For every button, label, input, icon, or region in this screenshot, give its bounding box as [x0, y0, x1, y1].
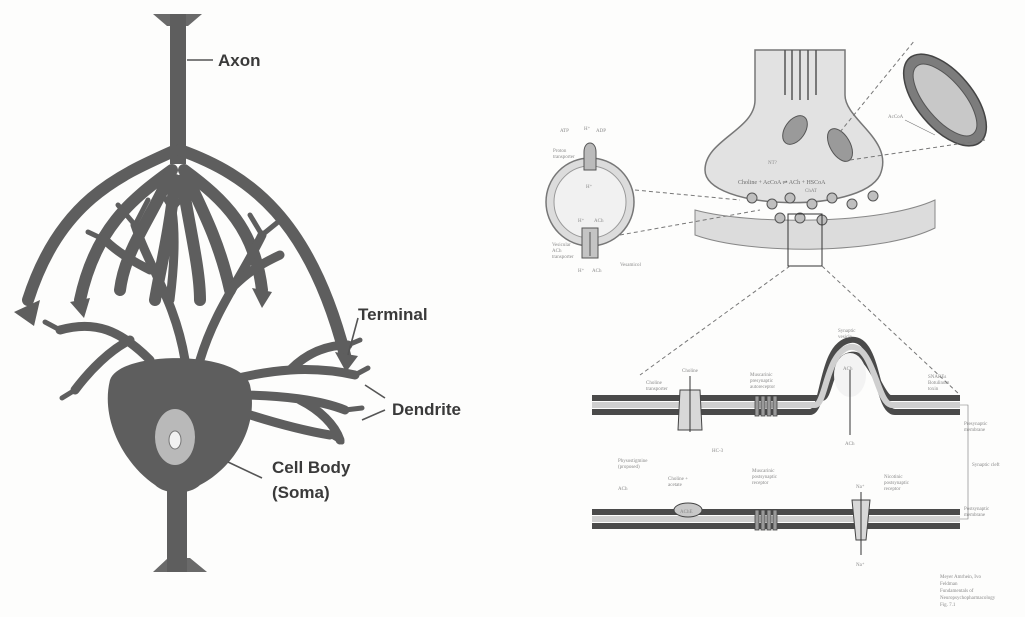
synaptic-terminal-diagram: AcCoA Choline + AcCoA ⇌ ACh + HSCoA ChAT… [546, 40, 1002, 274]
chat-label: ChAT [805, 189, 817, 194]
terminal-label: Terminal [358, 305, 428, 324]
presynaptic-label-2: membrane [964, 428, 986, 433]
hc3-label: HC-3 [712, 449, 724, 454]
nt-label: NT? [768, 161, 778, 166]
muscarinic-bot-label-2: postsynaptic [752, 475, 778, 480]
snare-label: SNAREs [928, 375, 946, 380]
nicotinic-label-3: receptor [884, 487, 901, 492]
synaptic-vesicle-label-2: vesicle [838, 335, 853, 340]
presynaptic-label: Presynaptic [964, 422, 988, 427]
atp-label: ATP [560, 129, 569, 134]
choline-transporter-label-2: transporter [646, 387, 668, 392]
muscarinic-top-label-3: autoreceptor [750, 385, 775, 390]
dendrite-leader-2 [362, 410, 385, 420]
nicotinic-label-2: postsynaptic [884, 481, 910, 486]
citation-line-5: Fig. 7.1 [940, 603, 956, 608]
citation-line-1: Meyer Amrhein, Ivo [940, 575, 981, 580]
snare-label-3: toxin [928, 387, 939, 392]
proton-pump [584, 143, 596, 170]
snare-label-2: Botulinum [928, 381, 950, 386]
dendrite-leader-1 [365, 385, 385, 398]
postsynaptic-label-2: membrane [964, 513, 986, 518]
adp-label: ADP [596, 129, 606, 134]
vesicle-lumen [554, 166, 626, 238]
nucleolus [169, 431, 181, 449]
muscarinic-top-label-2: presynaptic [750, 379, 774, 384]
ach-vesicle-label: ACh [843, 367, 853, 372]
postsynaptic-label: Postsynaptic [964, 507, 990, 512]
h-out-label: H⁺ [578, 268, 585, 274]
ach-release-label: ACh [845, 442, 855, 447]
ach-left-label: ACh [618, 487, 628, 492]
acetyl-coa-label: AcCoA [888, 115, 904, 120]
synaptic-vesicle-label: Synaptic [838, 329, 856, 334]
axon-shaft [170, 14, 186, 164]
nicotinic-label: Nicotinic [884, 475, 903, 480]
citation: Meyer Amrhein, Ivo Feldman Fundamentals … [940, 575, 996, 608]
soma-label: (Soma) [272, 483, 330, 502]
zoom-lines-membrane [640, 266, 960, 395]
soma-leader [228, 462, 262, 478]
citation-line-2: Feldman [940, 582, 958, 587]
vesicular-label-2: ACh [552, 249, 562, 254]
vesamicol-label: Vesamicol [620, 263, 641, 268]
choline-label: Choline [682, 369, 699, 374]
muscarinic-top-label: Muscarinic [750, 373, 773, 378]
h-low-label: H⁺ [578, 218, 585, 224]
ache-label: AChE [680, 510, 693, 515]
muscarinic-bot-label: Muscarinic [752, 469, 775, 474]
axon-label: Axon [218, 51, 261, 70]
reaction-label: Choline + AcCoA ⇌ ACh + HSCoA [738, 179, 826, 186]
terminal-leader [348, 318, 358, 355]
synaptic-cleft-label: Synaptic cleft [972, 463, 1000, 468]
proton-pump-label: Proton [553, 149, 567, 154]
neuron-diagram: Axon Terminal Dendrite Cell Body (Soma) [14, 14, 461, 572]
physostigmine-label-2: (proposed) [618, 465, 640, 470]
citation-line-3: Fundamentals of [940, 589, 974, 594]
ach-in-label: ACh [594, 219, 604, 224]
proton-pump-label-2: transporter [553, 155, 575, 160]
vesicular-label-3: transporter [552, 255, 574, 260]
choline-acetate-label-2: acetate [668, 483, 683, 488]
cell-body-label: Cell Body [272, 458, 351, 477]
h-mid-label: H⁺ [586, 184, 593, 190]
muscarinic-bot-label-3: receptor [752, 481, 769, 486]
choline-transporter-label: Choline [646, 381, 663, 386]
na-bot-label: Na⁺ [856, 562, 865, 568]
na-top-label: Na⁺ [856, 484, 865, 490]
choline-acetate-label: Choline + [668, 477, 688, 482]
dendrite-label: Dendrite [392, 400, 461, 419]
ach-out-label: ACh [592, 269, 602, 274]
vesicular-label: Vesicular [552, 243, 571, 248]
citation-line-4: Neuropsychopharmacology [940, 596, 996, 601]
h-top-label: H⁺ [584, 126, 591, 132]
physostigmine-label: Physostigmine [618, 459, 648, 464]
